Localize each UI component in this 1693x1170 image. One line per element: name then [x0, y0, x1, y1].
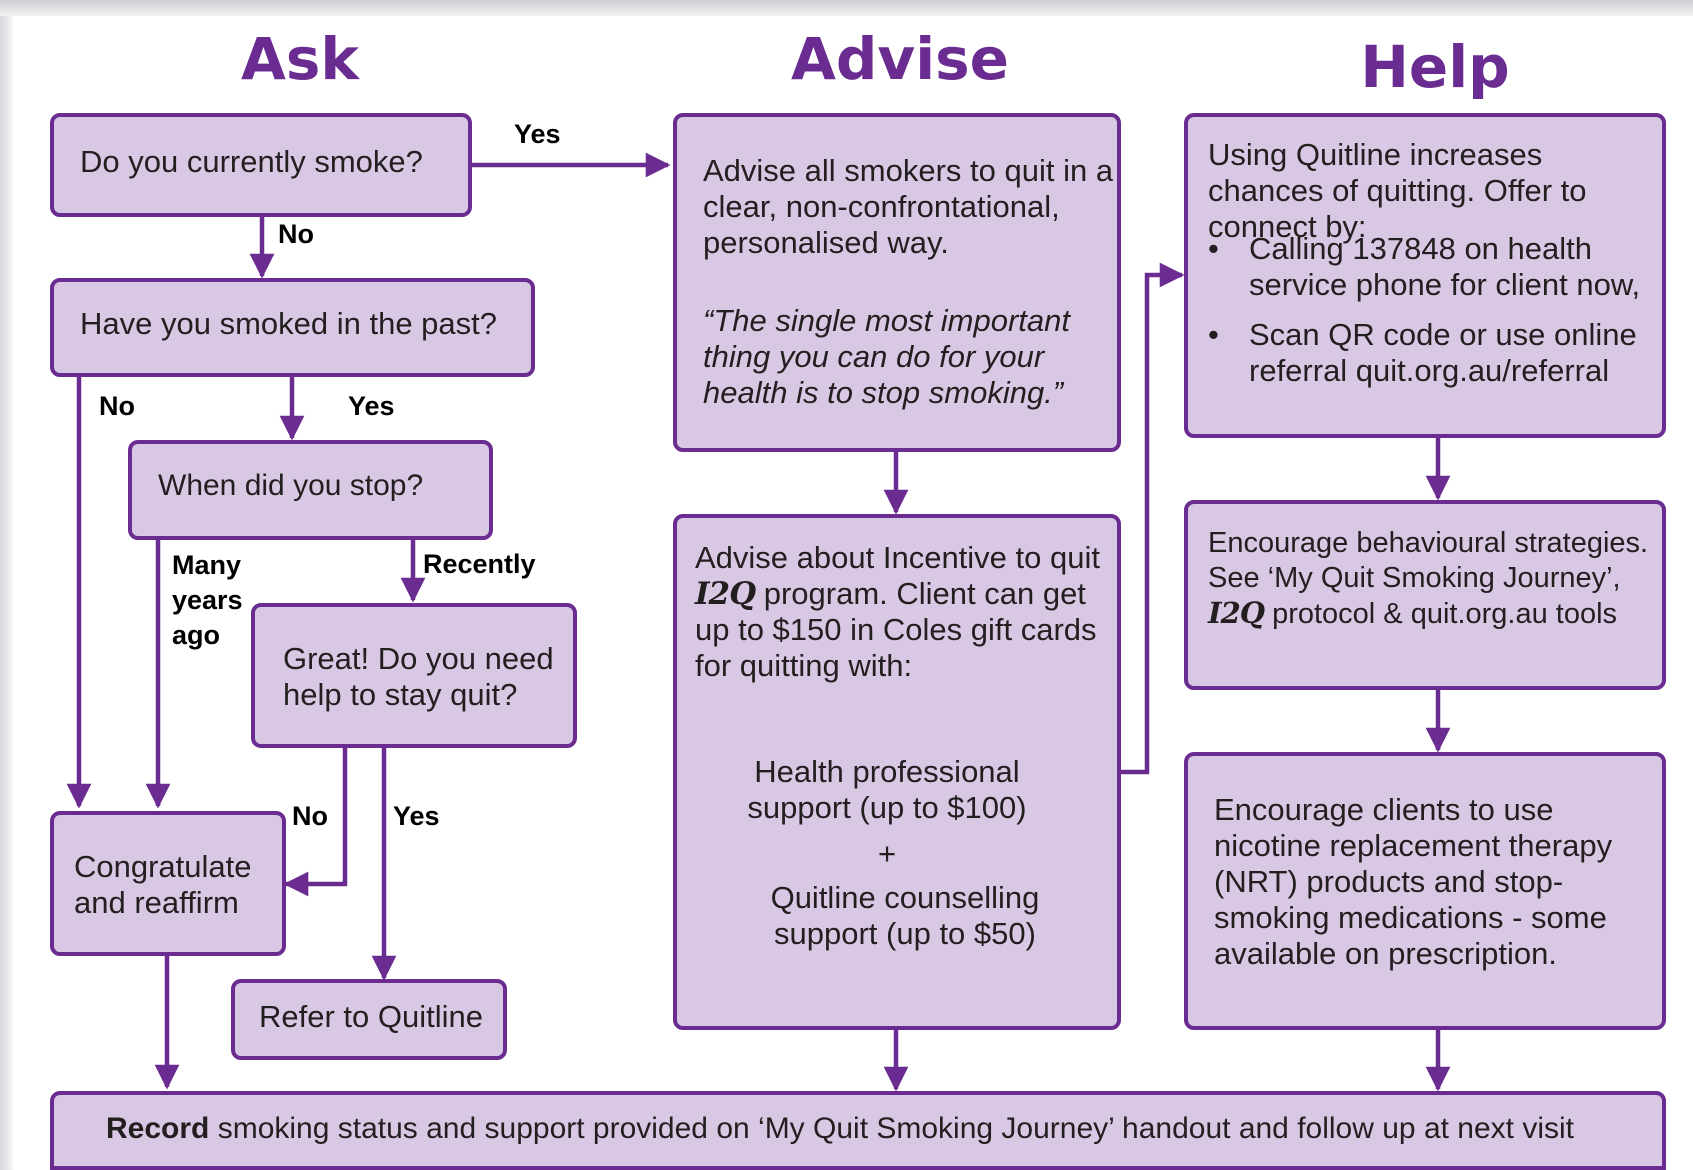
congratulate-text: Congratulate and reaffirm	[74, 849, 252, 920]
quitline-option-scan-qr-text: Scan QR code or use online referral quit…	[1249, 317, 1637, 388]
quitline-options-list: • Calling 137848 on health service phone…	[1208, 231, 1660, 403]
nrt-text: Encourage clients to use nicotine replac…	[1214, 792, 1613, 971]
heading-ask: Ask	[241, 25, 359, 93]
question-current-smoke: Do you currently smoke?	[80, 144, 423, 179]
box-refer-quitline: Refer to Quitline	[231, 979, 507, 1060]
quitline-intro: Using Quitline increases chances of quit…	[1208, 137, 1587, 244]
incentive-intro: Advise about Incentive to quit I2Q progr…	[695, 540, 1113, 684]
i2q-logo: I2Q	[695, 576, 756, 612]
i2q-logo: I2Q	[1208, 596, 1265, 630]
arrow-advise-help	[1121, 262, 1185, 775]
box-nrt-products: Encourage clients to use nicotine replac…	[1184, 752, 1666, 1030]
label-past-no: No	[99, 391, 135, 421]
quitline-option-scan-qr: • Scan QR code or use online referral qu…	[1208, 317, 1660, 389]
top-edge	[0, 0, 1693, 16]
health-professional-support: Health professional support (up to $100)	[747, 754, 1027, 825]
quitline-counselling-support: Quitline counselling support (up to $50)	[770, 880, 1040, 951]
advise-all-smokers-text: Advise all smokers to quit in a clear, n…	[703, 153, 1114, 260]
box-advise-all-smokers: Advise all smokers to quit in a clear, n…	[673, 113, 1121, 452]
quitline-option-calling-text: Calling 137848 on health service phone f…	[1249, 231, 1641, 302]
incentive-intro-pre: Advise about Incentive to quit	[695, 540, 1100, 575]
record-text: Record smoking status and support provid…	[106, 1111, 1646, 1147]
box-using-quitline: Using Quitline increases chances of quit…	[1184, 113, 1666, 438]
refer-quitline-text: Refer to Quitline	[259, 999, 483, 1034]
heading-advise: Advise	[791, 25, 1009, 93]
record-bold: Record	[106, 1112, 210, 1145]
box-incentive-to-quit: Advise about Incentive to quit I2Q progr…	[673, 514, 1121, 1030]
box-congratulate: Congratulate and reaffirm	[50, 811, 286, 956]
question-need-help: Great! Do you need help to stay quit?	[283, 641, 554, 712]
arrow-great-no	[283, 748, 348, 897]
plus-sign: +	[877, 836, 897, 871]
label-many-years: Many years ago	[172, 550, 243, 650]
incentive-intro-post: program. Client can get up to $150 in Co…	[695, 576, 1097, 683]
box-smoked-in-past: Have you smoked in the past?	[50, 278, 535, 377]
box-need-help-stay-quit: Great! Do you need help to stay quit?	[251, 603, 577, 748]
label-current-no: No	[278, 219, 314, 249]
box-record: Record smoking status and support provid…	[50, 1091, 1666, 1170]
bullet-dot: •	[1208, 317, 1219, 352]
behavioural-strategies-text: Encourage behavioural strategies. See ‘M…	[1208, 526, 1664, 632]
box-behavioural-strategies: Encourage behavioural strategies. See ‘M…	[1184, 500, 1666, 690]
behavioural-pre: Encourage behavioural strategies. See ‘M…	[1208, 527, 1649, 594]
label-past-yes: Yes	[348, 391, 395, 421]
box-when-did-you-stop: When did you stop?	[128, 440, 493, 540]
quitline-option-calling: • Calling 137848 on health service phone…	[1208, 231, 1660, 303]
label-great-yes: Yes	[393, 801, 440, 831]
bullet-dot: •	[1208, 231, 1219, 266]
advise-quote: “The single most important thing you can…	[703, 303, 1070, 410]
question-smoked-past: Have you smoked in the past?	[80, 306, 498, 341]
label-recently: Recently	[423, 549, 536, 579]
heading-help: Help	[1360, 33, 1510, 101]
label-current-yes: Yes	[514, 119, 561, 149]
label-great-no: No	[292, 801, 328, 831]
behavioural-post: protocol & quit.org.au tools	[1272, 598, 1618, 630]
question-when-stop: When did you stop?	[158, 469, 424, 502]
record-rest: smoking status and support provided on ‘…	[217, 1112, 1575, 1145]
box-do-you-currently-smoke: Do you currently smoke?	[50, 113, 472, 217]
